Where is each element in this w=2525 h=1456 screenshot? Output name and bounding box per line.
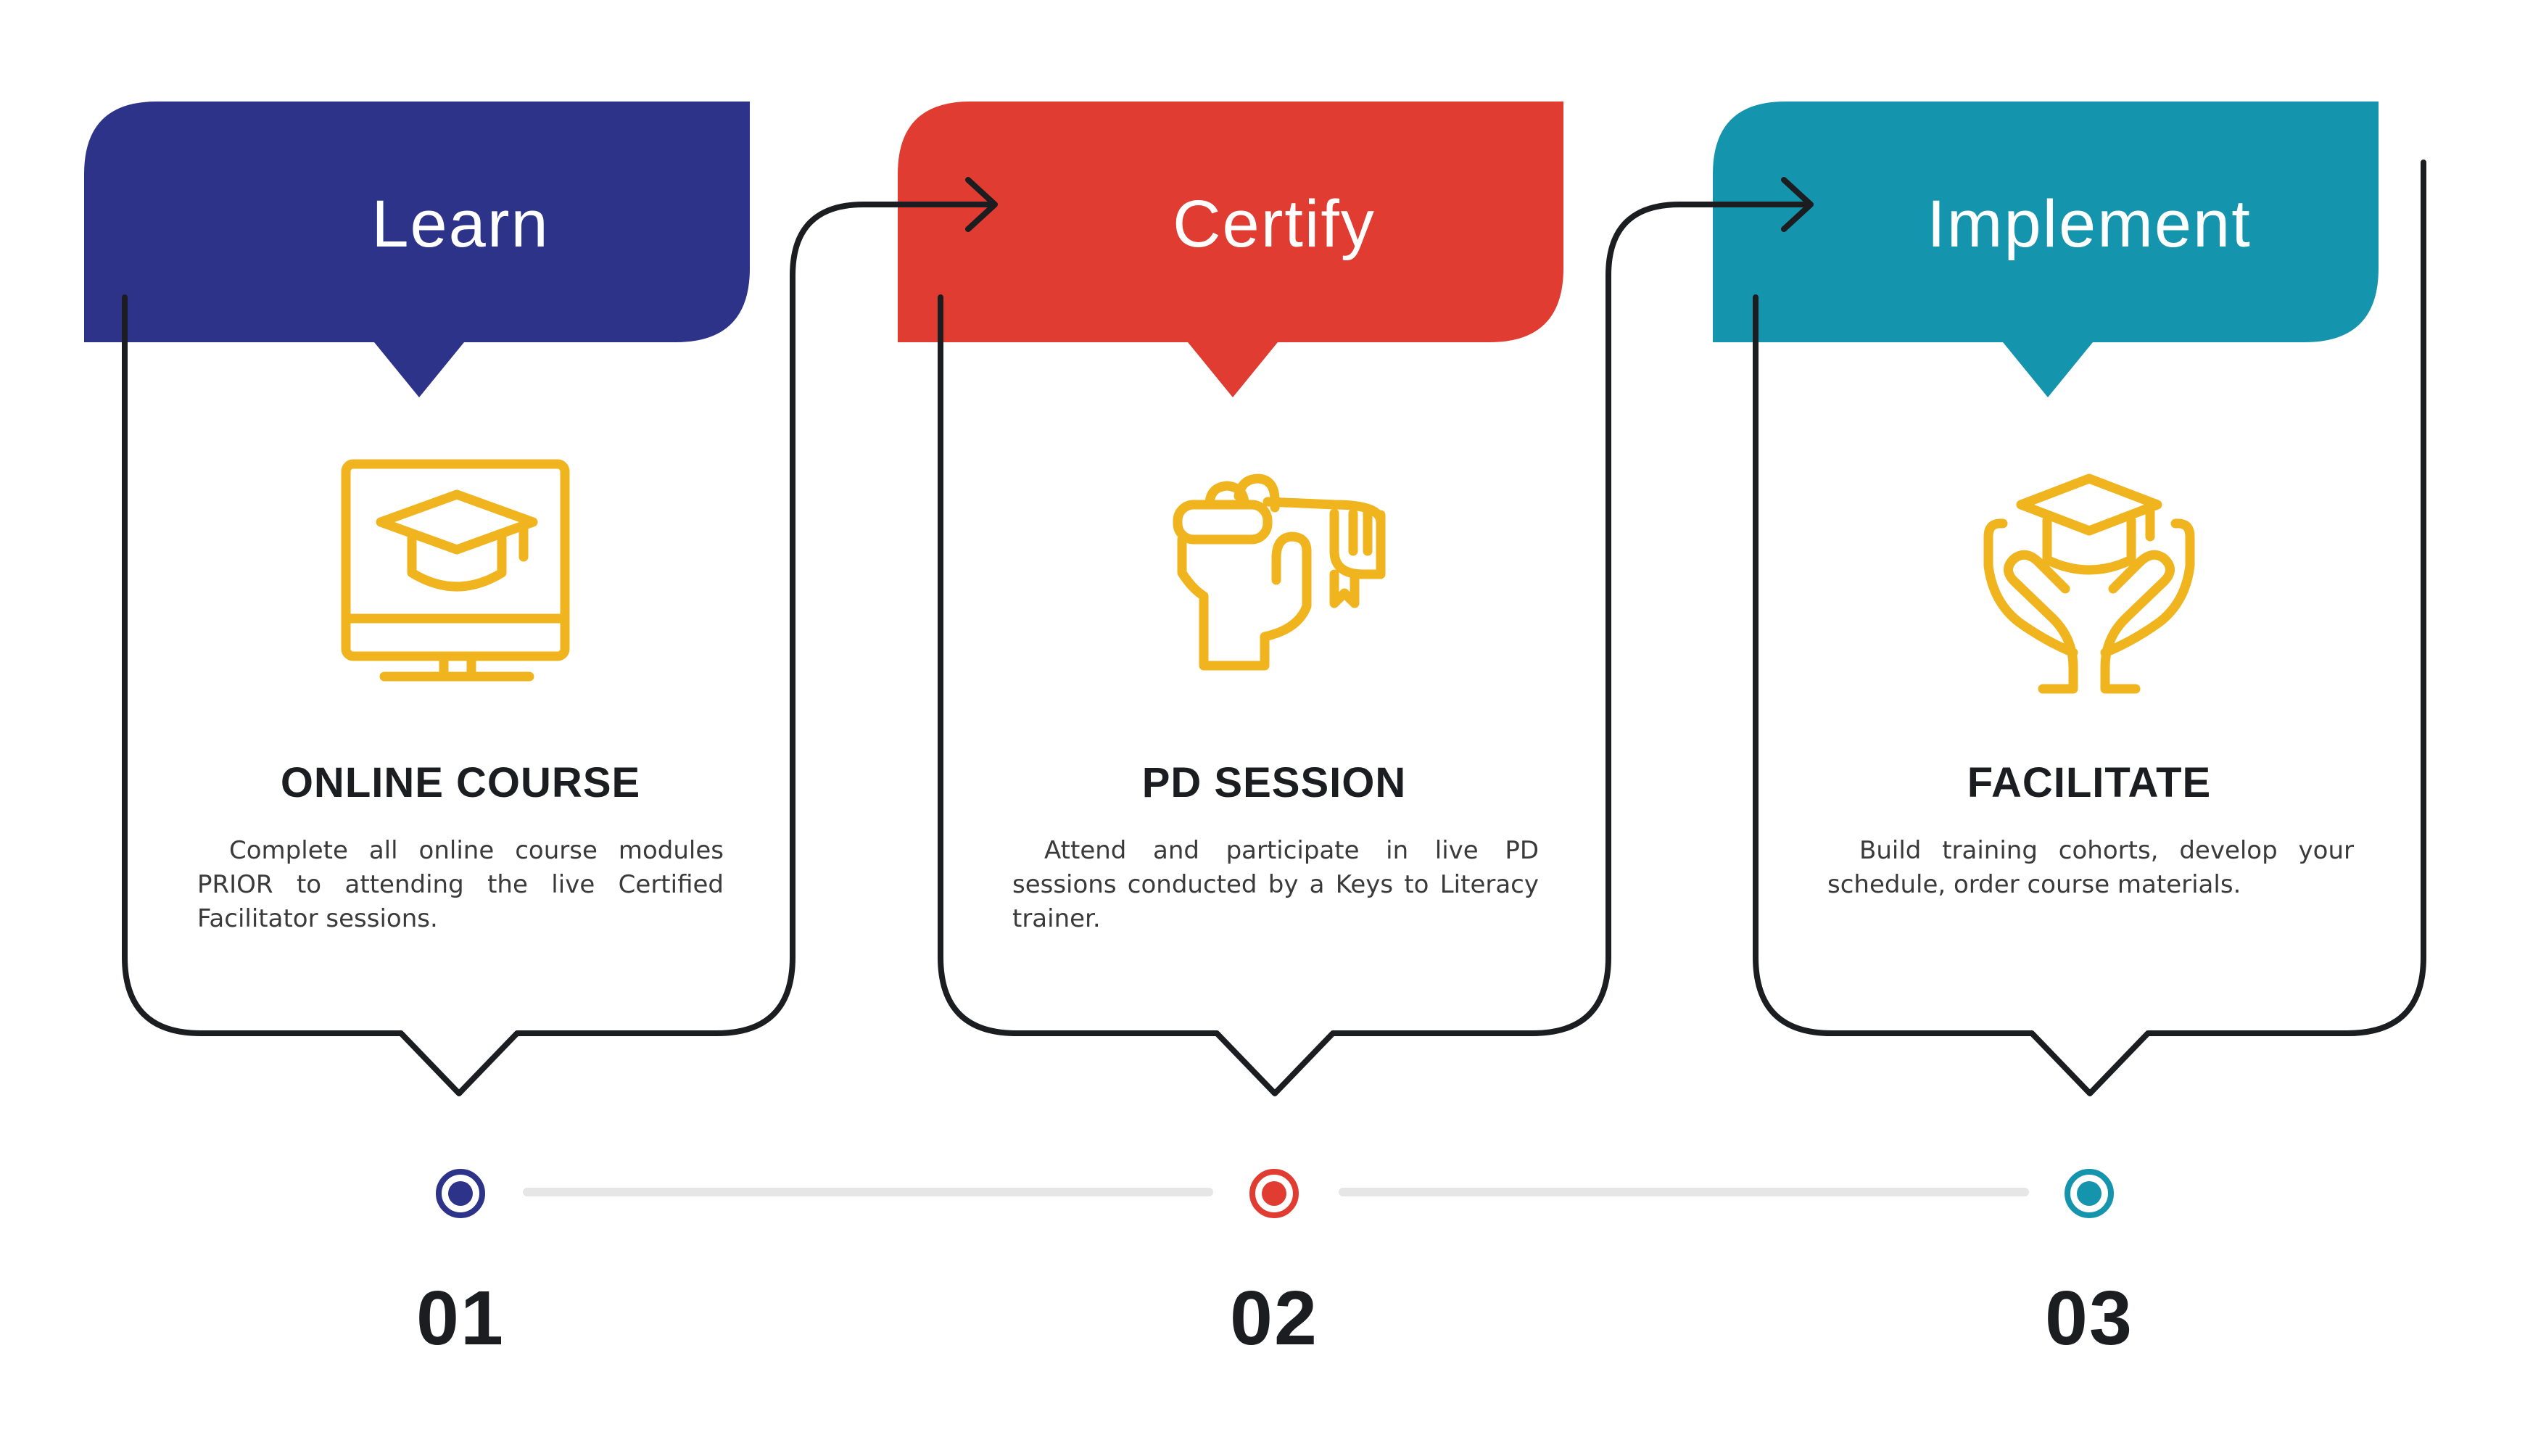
step-2-timeline-marker-dot (1262, 1181, 1286, 1206)
step-2-timeline-marker-ring (1249, 1169, 1299, 1218)
step-2-title: Certify (1173, 187, 1376, 261)
step-2-header-shape (898, 102, 1563, 397)
arrow-right-icon (965, 177, 998, 232)
step-3-header: Implement (1713, 102, 2379, 397)
hand-holding-diploma-icon (1173, 473, 1386, 671)
step-3-description: Build training cohorts, develop your sch… (1827, 836, 2354, 899)
step-2-description: Attend and participate in live PD sessio… (1012, 836, 1539, 933)
step-2-card-outline (938, 202, 1811, 1096)
step-3-heading: FACILITATE (1967, 759, 2212, 806)
step-1-header: Learn (84, 102, 750, 397)
step-3-title: Implement (1927, 187, 2252, 261)
step-3-card-outline (1753, 160, 2426, 1096)
step-1-description: Complete all online course modules PRIOR… (197, 836, 724, 933)
step-2-number: 02 (1230, 1275, 1318, 1361)
step-3-timeline-marker-dot (2077, 1181, 2102, 1206)
computer-graduation-cap-icon (341, 459, 570, 682)
step-3-number: 03 (2045, 1275, 2133, 1361)
timeline (436, 1169, 2114, 1218)
step-1-heading: ONLINE COURSE (280, 759, 641, 806)
step-3-timeline-marker-ring (2065, 1169, 2114, 1218)
step-2-header: Certify (898, 102, 1563, 397)
step-1-header-shape (84, 102, 750, 397)
step-2-heading: PD SESSION (1141, 759, 1407, 806)
arrow-right-icon (1781, 177, 1814, 232)
step-1-title: Learn (371, 187, 549, 261)
step-1-card-outline (122, 202, 995, 1096)
step-1-number: 01 (416, 1275, 505, 1361)
hands-graduation-cap-icon (1983, 473, 2195, 694)
step-1-timeline-marker-dot (448, 1181, 473, 1206)
step-3-header-shape (1713, 102, 2379, 397)
step-1-timeline-marker-ring (436, 1169, 485, 1218)
